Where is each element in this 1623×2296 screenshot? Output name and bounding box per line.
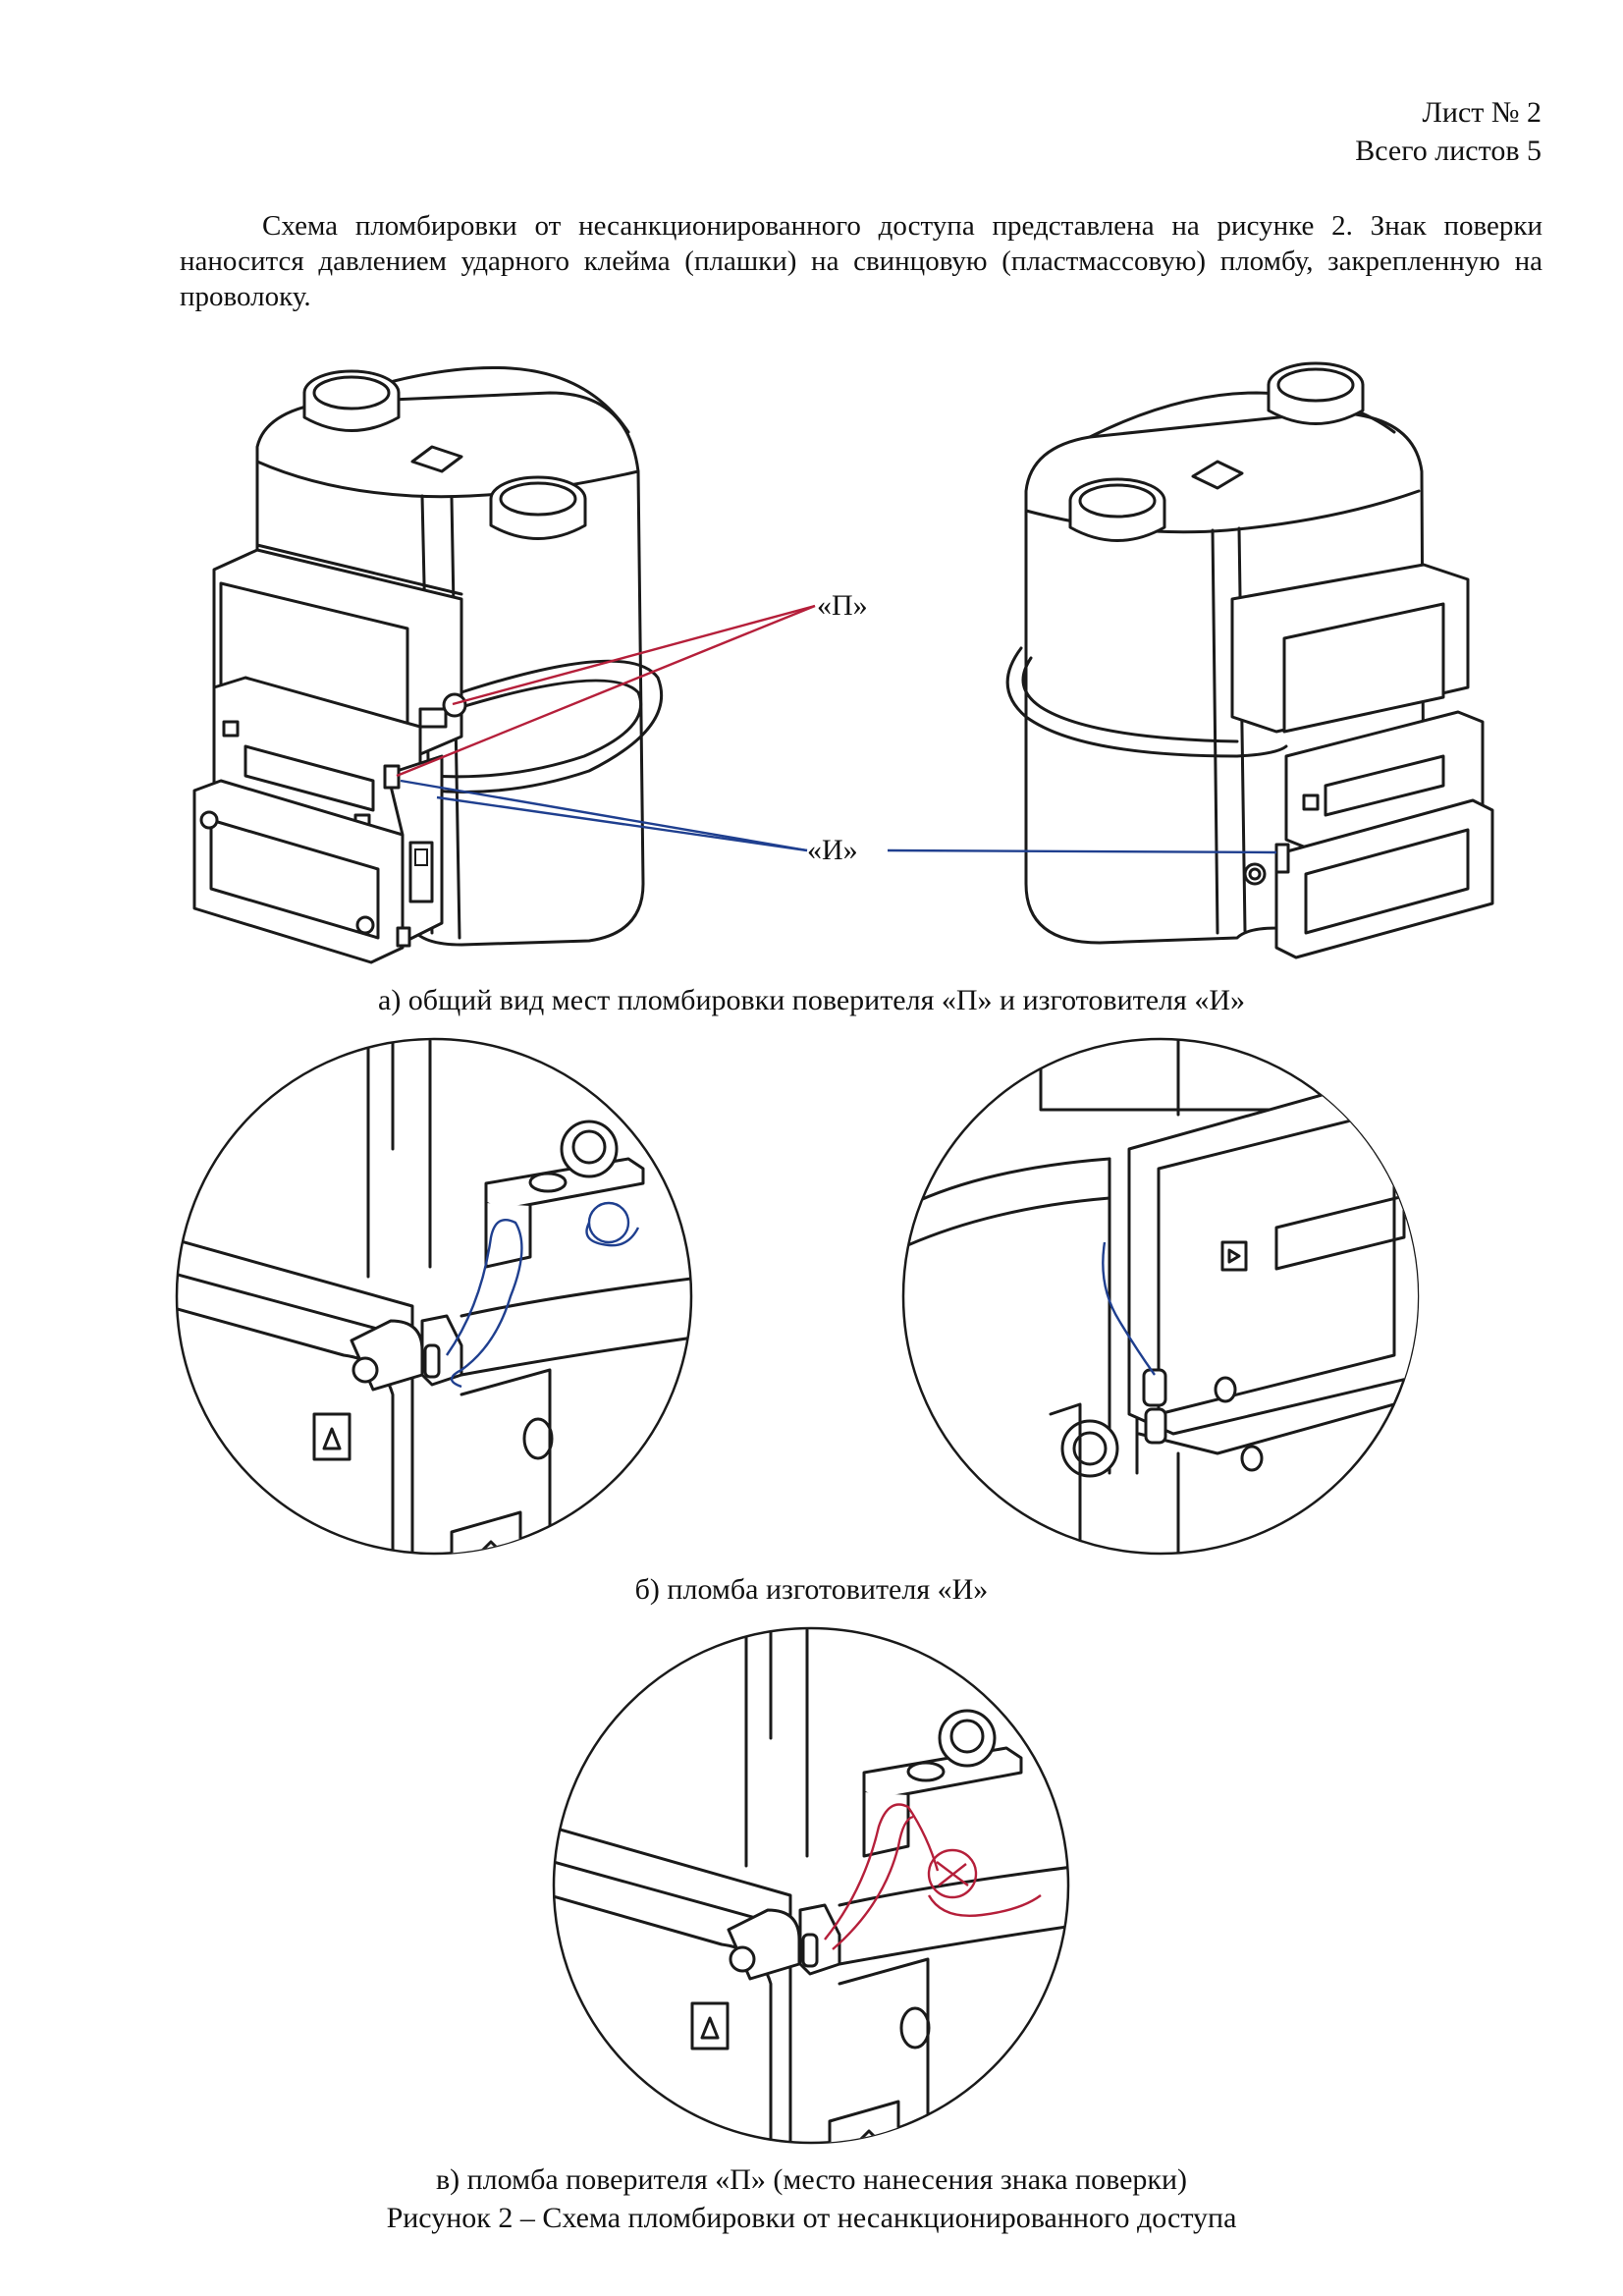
detail-manufacturer-seal-left	[175, 1037, 693, 1556]
caption-c: в) пломба поверителя «П» (место нанесени…	[435, 2163, 1188, 2196]
label-verifier: «П»	[817, 589, 868, 622]
sheet-total: Всего листов 5	[1355, 135, 1542, 167]
figure-a-drawing: «П» «И»	[192, 361, 1494, 964]
gas-meter-left	[192, 365, 664, 964]
detail-manufacturer-seal-right	[901, 1037, 1420, 1556]
detail-verifier-seal	[552, 1626, 1070, 2145]
figure-c-drawing	[552, 1626, 1070, 2145]
caption-b: б) пломба изготовителя «И»	[634, 1573, 989, 1606]
figure-title: Рисунок 2 – Схема пломбировки от несанкц…	[386, 2202, 1237, 2234]
caption-a: а) общий вид мест пломбировки поверителя…	[378, 984, 1245, 1016]
intro-paragraph: Схема пломбировки от несанкционированног…	[180, 208, 1542, 314]
intro-text: Схема пломбировки от несанкционированног…	[180, 210, 1542, 312]
figure-b-drawing	[175, 1037, 1420, 1556]
gas-meter-right	[1005, 361, 1494, 959]
label-manufacturer: «И»	[807, 834, 858, 866]
sheet-number: Лист № 2	[1422, 96, 1542, 129]
